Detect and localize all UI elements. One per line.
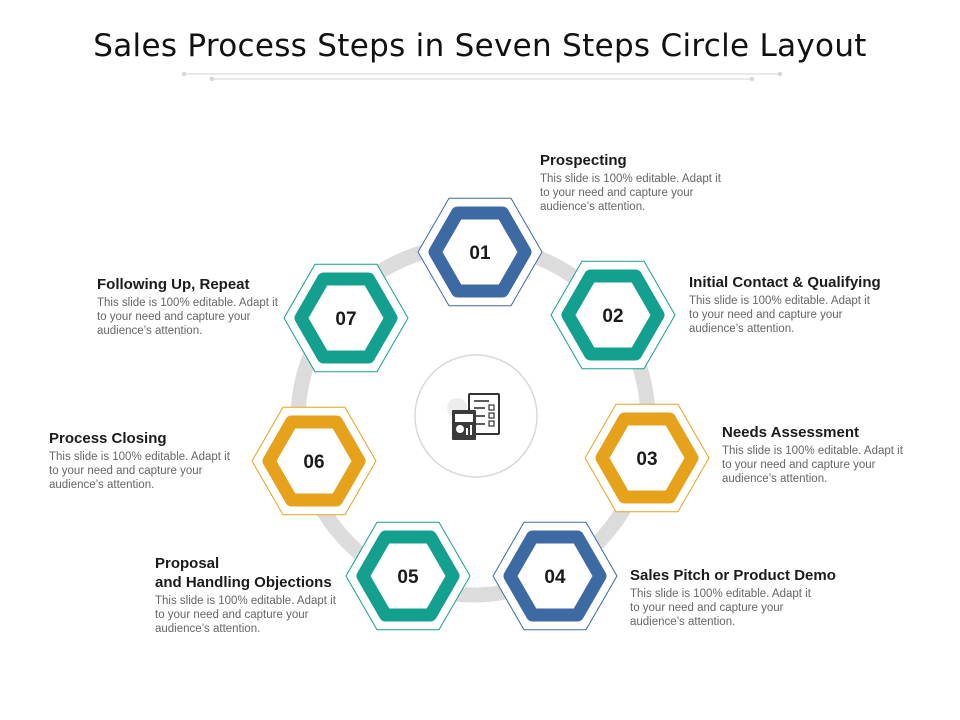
step-5-number: 05 bbox=[397, 567, 419, 588]
step-6-number: 06 bbox=[303, 452, 324, 473]
report-document-icon bbox=[447, 393, 500, 440]
step-1-hexagon: 01 bbox=[417, 197, 543, 307]
step-7-description: This slide is 100% editable. Adapt it to… bbox=[97, 297, 278, 337]
step-2-hexagon-band bbox=[561, 269, 665, 361]
step-5-hexagon-band bbox=[356, 530, 460, 622]
step-4-text: Sales Pitch or Product Demo This slide i… bbox=[630, 566, 836, 629]
step-6-hexagon: 06 bbox=[251, 406, 377, 516]
step-1-number: 01 bbox=[469, 243, 491, 264]
step-6-title: Process Closing bbox=[49, 430, 167, 447]
step-2-title: Initial Contact & Qualifying bbox=[689, 274, 881, 291]
step-1-description: This slide is 100% editable. Adapt it to… bbox=[540, 173, 721, 213]
step-4-number: 04 bbox=[544, 567, 566, 588]
step-4-hexagon: 04 bbox=[492, 521, 618, 631]
step-6-text: Process Closing This slide is 100% edita… bbox=[49, 429, 239, 492]
step-3-description: This slide is 100% editable. Adapt it to… bbox=[722, 445, 903, 485]
step-5-text: Proposal and Handling Objections This sl… bbox=[155, 554, 345, 636]
step-2-description: This slide is 100% editable. Adapt it to… bbox=[689, 295, 870, 335]
step-3-hexagon-band bbox=[595, 412, 699, 504]
step-3-title: Needs Assessment bbox=[722, 424, 860, 441]
step-1-hexagon-band bbox=[428, 206, 532, 298]
step-4-title: Sales Pitch or Product Demo bbox=[630, 567, 836, 584]
page-title: Sales Process Steps in Seven Steps Circl… bbox=[93, 28, 867, 64]
step-7-hexagon-band bbox=[294, 272, 398, 364]
step-6-hexagon-band bbox=[262, 415, 366, 507]
step-4-hexagon-band bbox=[503, 530, 607, 622]
step-2-text: Initial Contact & Qualifying This slide … bbox=[689, 273, 881, 336]
step-5-description: This slide is 100% editable. Adapt it to… bbox=[155, 595, 336, 635]
step-4-description: This slide is 100% editable. Adapt it to… bbox=[630, 588, 811, 628]
step-5-hexagon: 05 bbox=[345, 521, 471, 631]
step-2-number: 02 bbox=[602, 306, 623, 327]
step-1-title: Prospecting bbox=[540, 152, 627, 169]
step-7-number: 07 bbox=[335, 309, 356, 330]
step-3-hexagon: 03 bbox=[584, 403, 710, 513]
step-7-hexagon: 07 bbox=[283, 263, 409, 373]
step-2-hexagon: 02 bbox=[550, 260, 676, 370]
step-6-description: This slide is 100% editable. Adapt it to… bbox=[49, 451, 230, 491]
step-1-text: Prospecting This slide is 100% editable.… bbox=[540, 151, 730, 214]
step-5-title: Proposal and Handling Objections bbox=[155, 555, 332, 591]
step-3-text: Needs Assessment This slide is 100% edit… bbox=[722, 423, 912, 486]
step-7-title: Following Up, Repeat bbox=[97, 276, 250, 293]
title-underline bbox=[181, 71, 783, 82]
step-3-number: 03 bbox=[636, 449, 657, 470]
step-hexagons: 01 02 03 04 05 06 07 bbox=[251, 197, 710, 631]
step-7-text: Following Up, Repeat This slide is 100% … bbox=[97, 275, 287, 338]
